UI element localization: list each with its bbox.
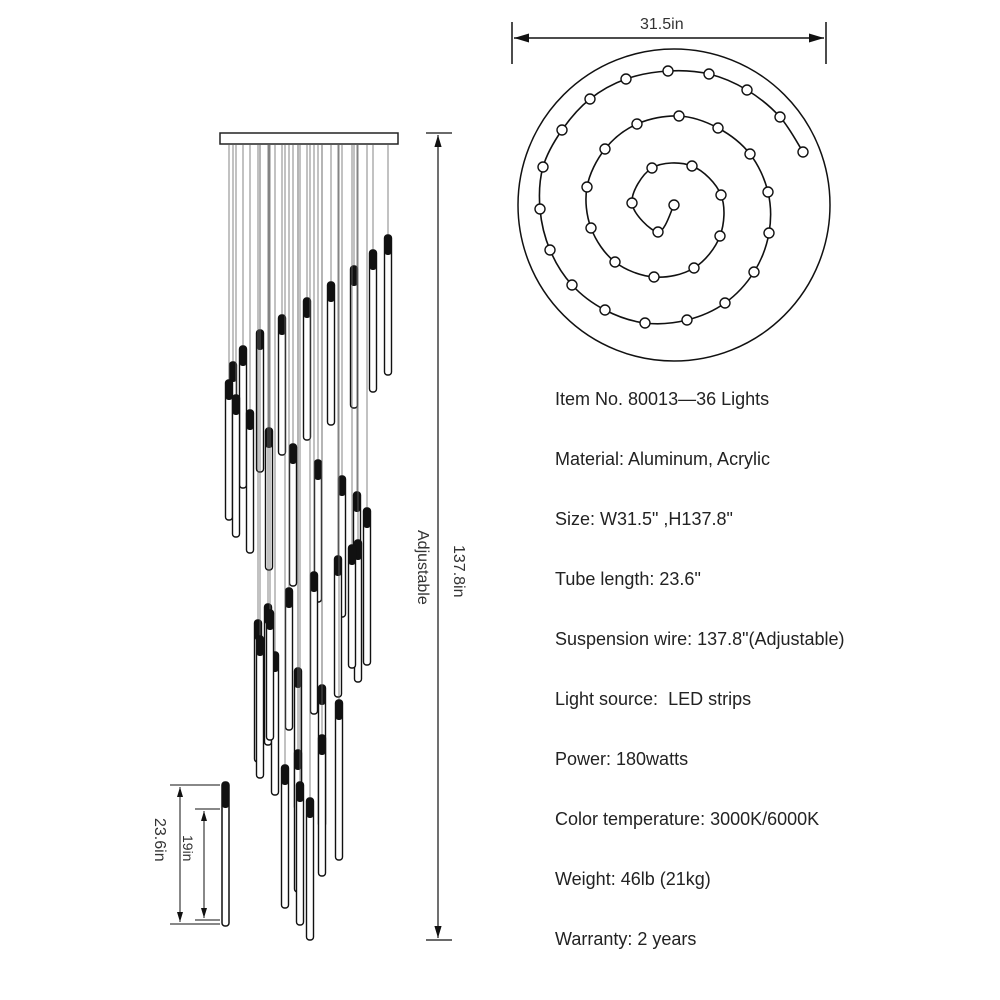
pendant-tube — [255, 145, 265, 779]
pendant-tube — [245, 145, 255, 554]
spec-material: Material: Aluminum, Acrylic — [555, 449, 771, 469]
pendant-tube — [295, 145, 305, 926]
light-position-marker — [639, 317, 651, 329]
light-position-marker — [620, 73, 632, 85]
light-position-marker — [646, 162, 658, 174]
pendant-tube — [313, 145, 323, 603]
total-height-label: 137.8in — [450, 545, 467, 598]
light-position-marker — [609, 256, 621, 268]
pendant-tube — [264, 145, 274, 571]
tube-length-label: 23.6in — [151, 818, 168, 862]
light-position-marker — [744, 148, 756, 160]
light-position-marker — [537, 161, 549, 173]
light-position-marker — [626, 197, 638, 209]
light-position-marker — [652, 226, 664, 238]
spec-weight: Weight: 46lb (21kg) — [555, 869, 711, 889]
light-position-marker — [681, 314, 693, 326]
light-position-marker — [774, 111, 786, 123]
pendant-tube — [302, 145, 312, 441]
pendant-tube — [231, 145, 241, 538]
light-position-marker — [668, 199, 680, 211]
light-position-marker — [648, 271, 660, 283]
light-position-marker — [662, 65, 674, 77]
light-position-marker — [584, 93, 596, 105]
light-position-marker — [631, 118, 643, 130]
pendant-tube — [362, 145, 372, 666]
height-dimension-line — [426, 132, 452, 941]
light-position-marker — [715, 189, 727, 201]
pendant-tube — [383, 145, 393, 376]
canopy — [219, 132, 399, 145]
light-position-marker — [686, 160, 698, 172]
spec-power: Power: 180watts — [555, 749, 689, 769]
light-position-marker — [763, 227, 775, 239]
pendant-tube — [326, 145, 336, 426]
width-dimension-line — [511, 22, 827, 64]
spiral-track — [538, 69, 804, 325]
spec-color-temperature: Color temperature: 3000K/6000K — [555, 809, 820, 829]
light-position-marker — [566, 279, 578, 291]
light-position-marker — [719, 297, 731, 309]
light-position-marker — [599, 143, 611, 155]
pendant-tube — [224, 145, 234, 521]
light-position-marker — [748, 266, 760, 278]
light-position-marker — [741, 84, 753, 96]
spec-tube-length: Tube length: 23.6" — [555, 569, 701, 589]
spec-item-number: Item No. 80013—36 Lights — [555, 389, 770, 409]
light-position-marker — [581, 181, 593, 193]
pendant-tube — [347, 145, 357, 669]
pendant-tube — [337, 145, 347, 618]
pendant-tube — [333, 145, 343, 698]
pendant-tube — [305, 145, 315, 941]
light-position-marker — [703, 68, 715, 80]
pendant-tube — [238, 145, 248, 489]
pendant-tube — [265, 145, 275, 741]
spec-light-source: Light source: LED strips — [555, 689, 752, 709]
pendant-tube — [309, 145, 319, 715]
spec-warranty: Warranty: 2 years — [555, 929, 697, 949]
pendant-tube — [284, 145, 294, 731]
light-position-marker — [585, 222, 597, 234]
light-position-marker — [797, 146, 809, 158]
light-position-marker — [688, 262, 700, 274]
light-position-marker — [556, 124, 568, 136]
light-position-marker — [712, 122, 724, 134]
pendant-tube — [334, 145, 344, 861]
light-position-marker — [544, 244, 556, 256]
spec-size: Size: W31.5" ,H137.8" — [555, 509, 733, 529]
canopy-outline-top-view — [517, 48, 831, 362]
spec-suspension-wire: Suspension wire: 137.8"(Adjustable) — [555, 629, 845, 649]
light-position-marker — [534, 203, 546, 215]
light-length-label: 19in — [180, 835, 196, 862]
diameter-label: 31.5in — [640, 16, 684, 33]
pendant-tube — [280, 145, 290, 909]
pendant-tube — [368, 145, 378, 393]
light-position-marker — [673, 110, 685, 122]
light-position-marker — [714, 230, 726, 242]
pendant-tube — [288, 145, 298, 587]
tube-detail — [170, 781, 230, 927]
pendant-tube — [349, 145, 359, 409]
adjustable-label: Adjustable — [414, 530, 431, 605]
light-position-marker — [599, 304, 611, 316]
pendant-tube — [317, 145, 327, 877]
light-position-marker — [762, 186, 774, 198]
pendant-tube — [277, 145, 287, 456]
